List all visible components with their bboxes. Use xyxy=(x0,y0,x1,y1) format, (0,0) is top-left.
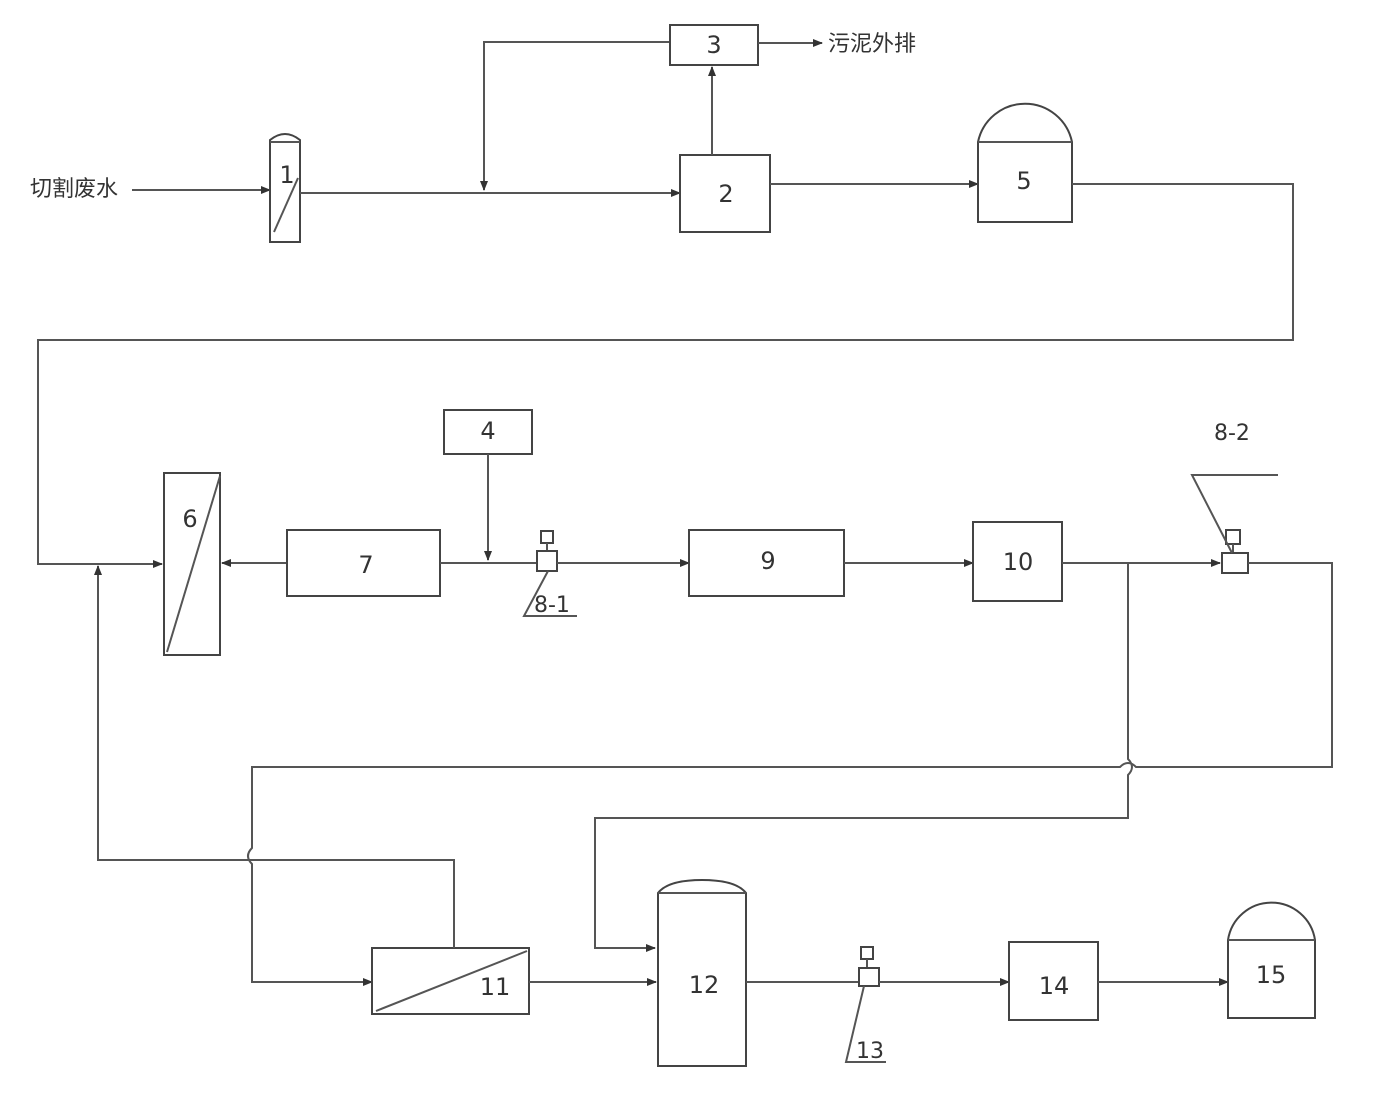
unit-12: 12 xyxy=(657,878,747,1067)
flow-5-loop xyxy=(37,183,1294,568)
unit-3-label: 3 xyxy=(706,31,721,59)
unit-6-label: 6 xyxy=(182,505,197,533)
flow-11-to-6 xyxy=(94,565,455,948)
unit-3: 3 xyxy=(669,24,759,66)
unit-5: 5 xyxy=(977,102,1073,223)
unit-1-label: 1 xyxy=(279,161,294,189)
unit-12-label: 12 xyxy=(689,971,720,999)
unit-1: 1 xyxy=(269,133,301,243)
unit-1-diagonal xyxy=(273,177,299,233)
unit-14: 14 xyxy=(1008,941,1099,1021)
pump-8-1-label: 8-1 xyxy=(534,593,570,618)
unit-10: 10 xyxy=(972,521,1063,602)
unit-4: 4 xyxy=(443,409,533,455)
sludge-label: 污泥外排 xyxy=(828,32,916,57)
unit-9: 9 xyxy=(688,529,845,597)
unit-4-label: 4 xyxy=(480,417,495,445)
flow-10-to-12 xyxy=(594,563,1133,952)
pump-8-2: 8-2 xyxy=(1190,421,1278,574)
inlet-label: 切割废水 xyxy=(30,177,118,202)
unit-11-label: 11 xyxy=(480,973,511,1001)
unit-14-label: 14 xyxy=(1039,972,1070,1000)
pump-13: 13 xyxy=(844,946,886,1064)
unit-7-label: 7 xyxy=(358,551,373,579)
unit-6-diagonal xyxy=(166,475,221,653)
flow-8-2-to-11 xyxy=(247,562,1333,986)
unit-15: 15 xyxy=(1227,901,1316,1019)
unit-11: 11 xyxy=(371,947,530,1015)
unit-2-label: 2 xyxy=(718,180,733,208)
unit-7: 7 xyxy=(286,529,441,597)
flow-3-recycle xyxy=(480,41,670,191)
unit-1-body xyxy=(269,133,301,243)
unit-5-label: 5 xyxy=(1016,167,1031,195)
pump-8-1: 8-1 xyxy=(522,530,577,618)
pump-8-2-label: 8-2 xyxy=(1214,421,1250,446)
unit-6: 6 xyxy=(163,472,221,656)
unit-2: 2 xyxy=(679,154,771,233)
unit-10-label: 10 xyxy=(1003,548,1034,576)
pump-13-label: 13 xyxy=(856,1039,884,1064)
unit-9-label: 9 xyxy=(760,547,775,575)
unit-11-diagonal xyxy=(375,950,528,1012)
unit-15-label: 15 xyxy=(1256,961,1287,989)
